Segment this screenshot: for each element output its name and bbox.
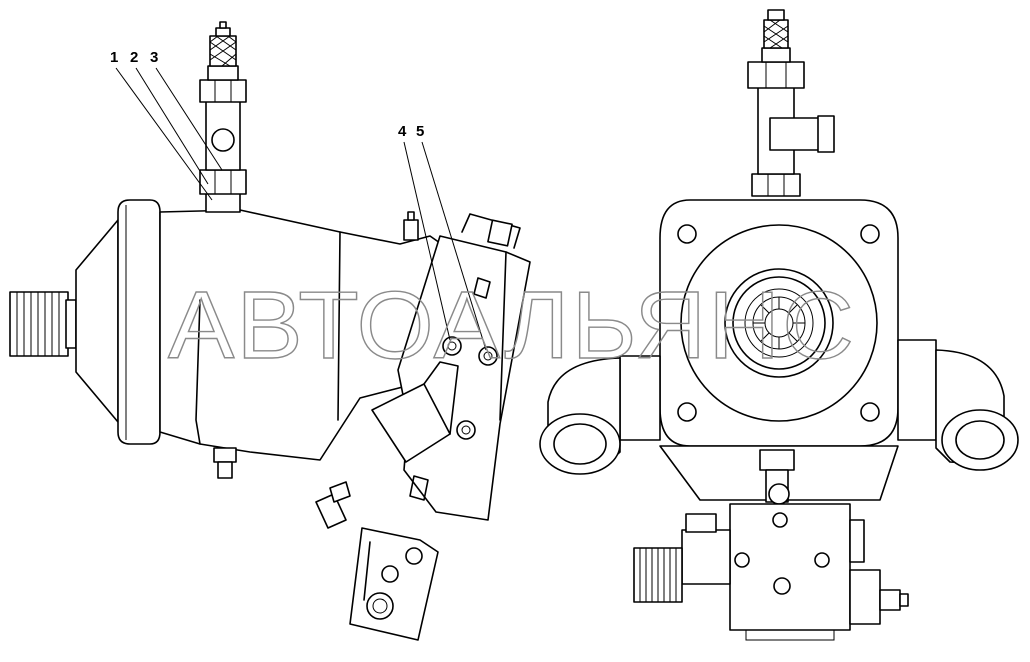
lower-adapter (349, 527, 439, 641)
front-top-valve (747, 9, 835, 197)
leader-2 (135, 67, 209, 185)
side-view (9, 21, 531, 641)
housing-screw (403, 211, 419, 241)
callout-1: 1 (110, 49, 118, 66)
watermark-text: АВТОАЛЬЯНС (168, 272, 856, 379)
top-valve-assembly (199, 21, 247, 213)
bottom-stub (315, 493, 347, 529)
leader-4 (403, 141, 451, 341)
front-view (539, 9, 1019, 641)
leader-3 (155, 67, 223, 171)
drain-plug (213, 447, 237, 479)
mounting-flange (117, 199, 161, 445)
callout-4: 4 (398, 123, 407, 140)
left-port (539, 357, 621, 475)
leader-1 (115, 67, 213, 201)
right-port (935, 349, 1019, 471)
callouts: 1 2 3 4 5 (110, 49, 487, 351)
tilted-valve-block (349, 213, 531, 641)
callout-3: 3 (150, 49, 158, 66)
front-cone (75, 219, 119, 423)
callout-5: 5 (416, 123, 424, 140)
callout-2: 2 (130, 49, 138, 66)
leader-5 (421, 141, 487, 351)
bottom-valve-block (633, 503, 909, 641)
spline-shaft (9, 291, 77, 357)
spline-teeth (752, 296, 806, 350)
